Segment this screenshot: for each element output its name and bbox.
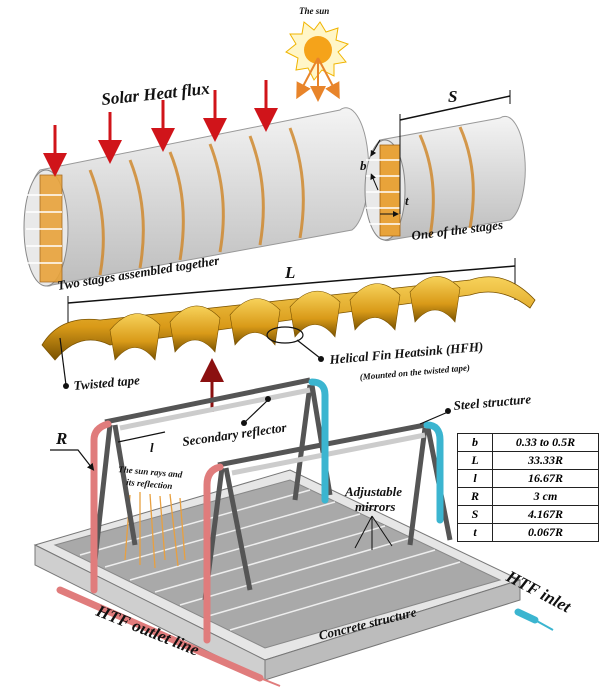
param-symbol: t <box>457 523 493 542</box>
dimension-R-label: R <box>55 429 67 448</box>
secondary-reflector-back <box>119 387 311 431</box>
htf-inlet-pipe <box>308 378 539 624</box>
param-value: 0.067R <box>492 523 599 542</box>
solar-heat-flux-label: Solar Heat flux <box>100 79 211 109</box>
param-value: 33.33R <box>492 451 599 470</box>
outlet-arrow <box>259 677 281 687</box>
adjustable-mirrors-label-2: mirrors <box>355 499 395 514</box>
param-symbol: S <box>457 505 493 524</box>
dimension-b-label: b <box>360 158 367 173</box>
helical-fin-heatsink <box>41 258 536 389</box>
dimension-l-label: l <box>150 440 154 455</box>
two-stage-tube <box>23 107 370 287</box>
param-symbol: L <box>457 451 493 470</box>
heat-flux-arrows <box>43 80 278 177</box>
param-value: 0.33 to 0.5R <box>492 433 599 452</box>
steel-structure-label: Steel structure <box>453 391 532 413</box>
single-stage-tube <box>364 90 526 241</box>
inlet-arrow <box>534 619 554 631</box>
param-value: 3 cm <box>492 487 599 506</box>
param-value: 4.167R <box>492 505 599 524</box>
dimension-t-label: t <box>405 193 409 208</box>
concrete-structure <box>33 469 522 681</box>
dimension-L-label: L <box>284 263 295 282</box>
htf-outlet-pipe <box>56 420 264 682</box>
param-value: 16.67R <box>492 469 599 488</box>
param-symbol: b <box>457 433 493 452</box>
twisted-tape-label: Twisted tape <box>73 372 141 393</box>
dimension-S-label: S <box>448 87 457 106</box>
sun-label: The sun <box>299 6 329 16</box>
adjustable-mirrors-pointers <box>354 515 393 550</box>
param-symbol: l <box>457 469 493 488</box>
secondary-reflector-label: Secondary reflector <box>181 419 288 449</box>
hfh-note: (Mounted on the twisted tape) <box>359 362 470 382</box>
sun-rays-label-2: its reflection <box>126 477 173 491</box>
adjustable-mirrors-label-1: Adjustable <box>344 484 402 499</box>
sun-icon <box>285 21 350 102</box>
param-symbol: R <box>457 487 493 506</box>
